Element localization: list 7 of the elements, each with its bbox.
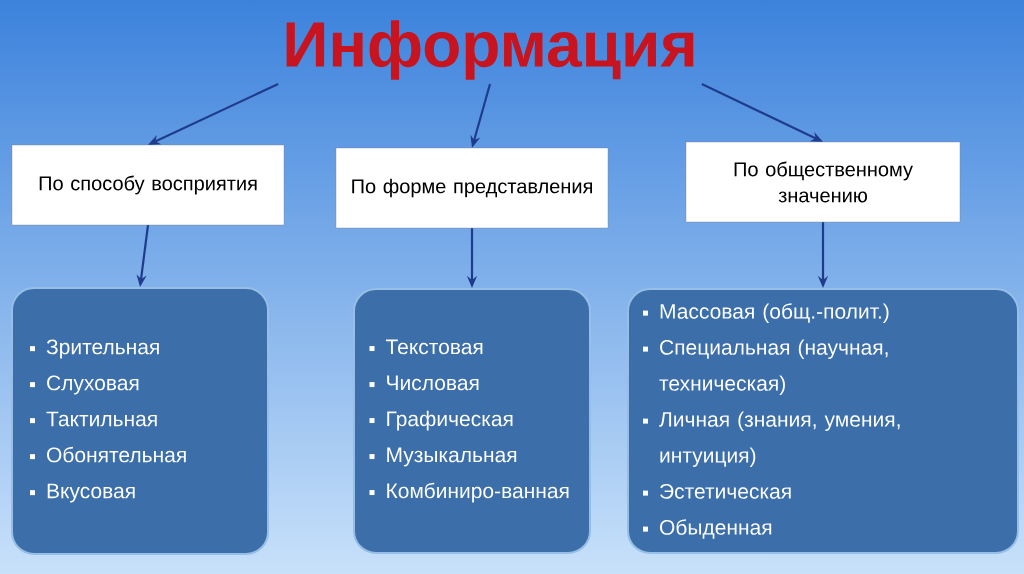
category-box: По общественному значению [685, 141, 961, 223]
list-box: Массовая (общ.-полит.) Специальная (научная, техническая) Личная (знания, умения, интуиция) Эстетическая Обыденная [627, 288, 1019, 554]
list-box: Текстовая Числовая Графическая Музыкальная Комбиниро-ванная [353, 288, 591, 554]
list-box: Зрительная Слуховая Тактильная Обонятельная Вкусовая [11, 287, 269, 555]
category-box: По способу восприятия [11, 144, 285, 226]
category-box: По форме представления [335, 147, 609, 229]
title: Информация [286, 20, 694, 80]
